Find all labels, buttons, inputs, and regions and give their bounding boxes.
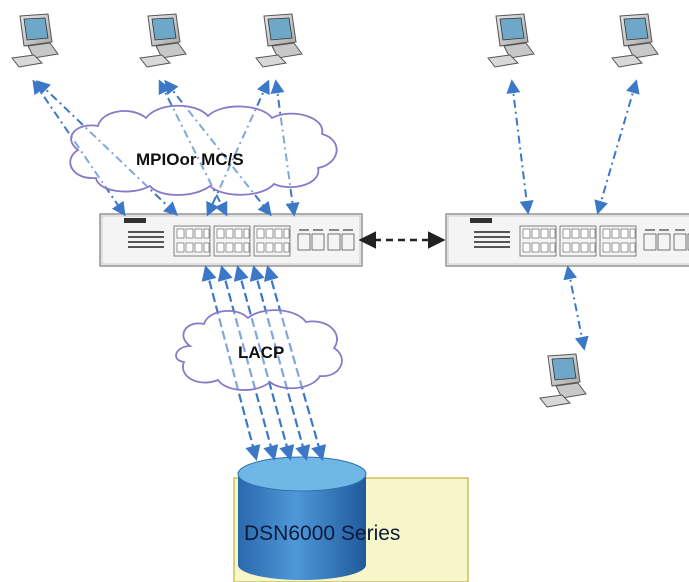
host-links-left xyxy=(32,79,300,217)
lacp-cloud-label: LACP xyxy=(238,343,284,362)
host-links-right xyxy=(506,79,640,351)
mpio-cloud xyxy=(69,104,338,196)
mpio-cloud-label: MPIOor MC/S xyxy=(136,150,244,169)
lacp-links xyxy=(201,265,327,461)
storage-label: DSN6000 Series xyxy=(244,522,400,545)
desktop-computer-icon xyxy=(255,13,303,68)
desktop-computer-icon xyxy=(487,13,535,68)
storage-cylinder-icon xyxy=(237,456,367,580)
network-switch-left xyxy=(99,213,363,267)
network-switch-right xyxy=(445,213,689,267)
desktop-computer-icon xyxy=(11,13,59,68)
desktop-computer-icon xyxy=(539,353,587,408)
desktop-computer-icon xyxy=(139,13,187,68)
desktop-computer-icon xyxy=(611,13,659,68)
lacp-cloud xyxy=(175,309,343,391)
